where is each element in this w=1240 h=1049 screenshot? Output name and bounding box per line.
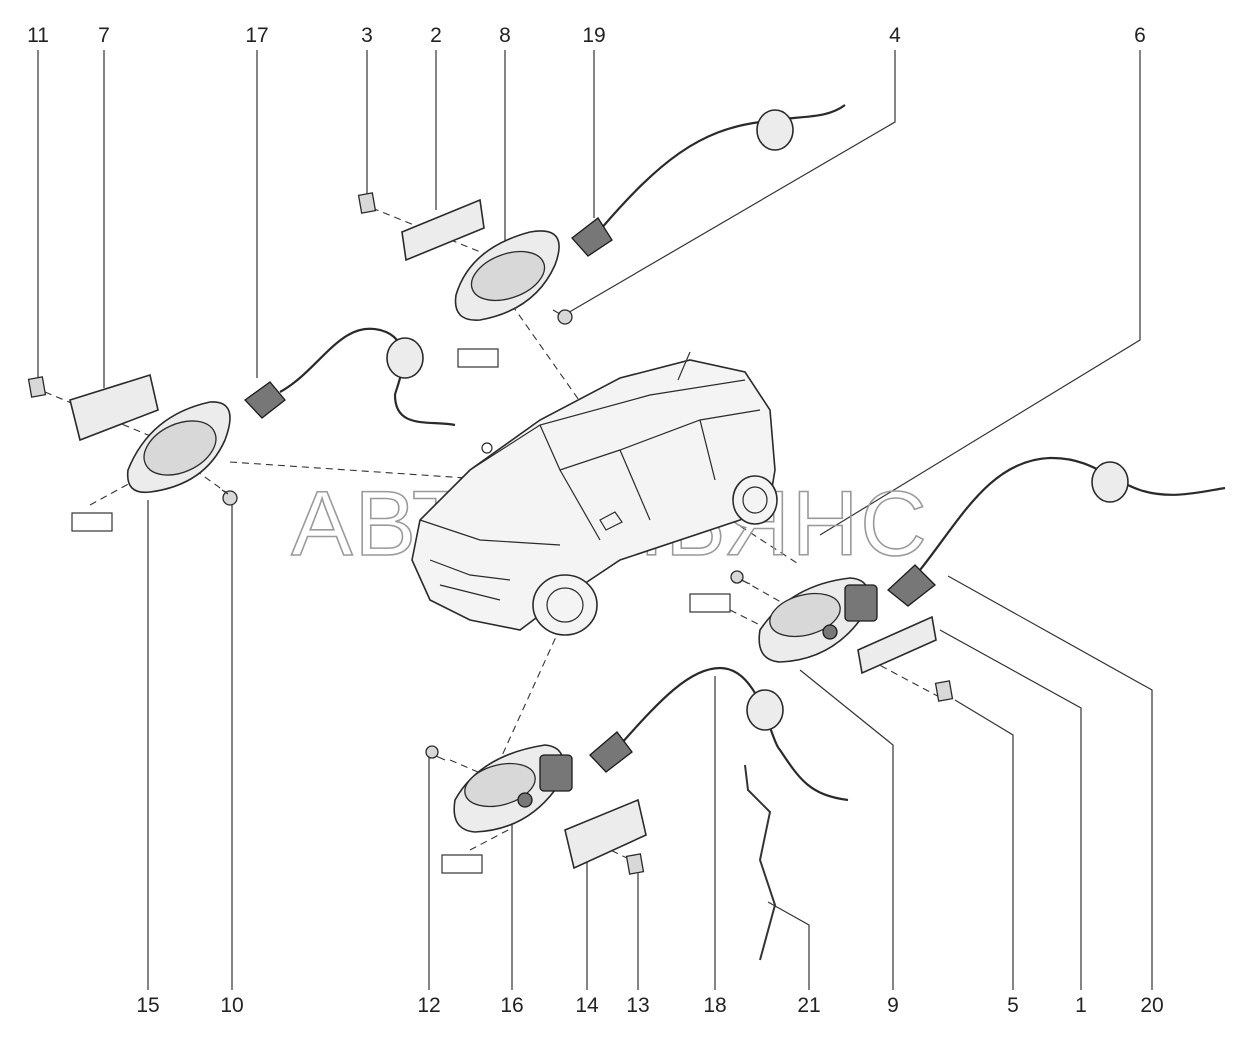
handle-housing-part-15: [126, 401, 231, 494]
screw-part-10: [221, 489, 238, 506]
callout-15: 15: [136, 994, 159, 1017]
clip-part-13: [625, 853, 645, 875]
callout-8: 8: [499, 24, 511, 47]
plate-part-7: [69, 373, 159, 442]
cable-part-18: [589, 666, 849, 802]
label-box: [689, 593, 731, 613]
label-box: [441, 854, 483, 874]
screw-part-6: [730, 570, 751, 585]
leader-lines-top: [37, 50, 1141, 536]
label-box: [457, 348, 499, 368]
plate-part-2: [401, 198, 485, 262]
callout-5: 5: [1007, 994, 1019, 1017]
callout-9: 9: [887, 994, 899, 1017]
callout-16: 16: [500, 994, 523, 1017]
handle-housing-part-8: [454, 230, 560, 321]
cable-part-19: [571, 104, 846, 257]
clip-part-11: [27, 376, 47, 398]
cable-part-20: [887, 456, 1226, 607]
clip-part-3: [357, 192, 377, 214]
callout-2: 2: [430, 24, 442, 47]
callout-6: 6: [1134, 24, 1146, 47]
callout-11: 11: [27, 24, 49, 47]
callout-13: 13: [626, 994, 649, 1017]
callout-7: 7: [98, 24, 110, 47]
plate-part-1: [857, 615, 937, 675]
callout-20: 20: [1140, 994, 1163, 1017]
car-body: [411, 351, 778, 636]
leader-lines-bottom: [147, 500, 1153, 990]
callout-4: 4: [889, 24, 901, 47]
callout-10: 10: [220, 994, 243, 1017]
handle-housing-part-16: [453, 744, 573, 833]
screw-part-4: [552, 309, 573, 325]
clip-part-5: [934, 680, 954, 702]
plate-part-14: [564, 798, 647, 870]
label-box: [71, 512, 113, 532]
callout-19: 19: [582, 24, 605, 47]
callout-18: 18: [703, 994, 726, 1017]
callout-3: 3: [361, 24, 373, 47]
rod-part-21: [744, 764, 777, 961]
callout-21: 21: [797, 994, 820, 1017]
callout-17: 17: [245, 24, 268, 47]
callout-12: 12: [417, 994, 440, 1017]
callout-1: 1: [1075, 994, 1087, 1017]
cable-part-17: [244, 327, 456, 427]
screw-part-12: [425, 745, 446, 761]
callout-14: 14: [575, 994, 599, 1017]
handle-housing-part-9: [758, 577, 878, 663]
